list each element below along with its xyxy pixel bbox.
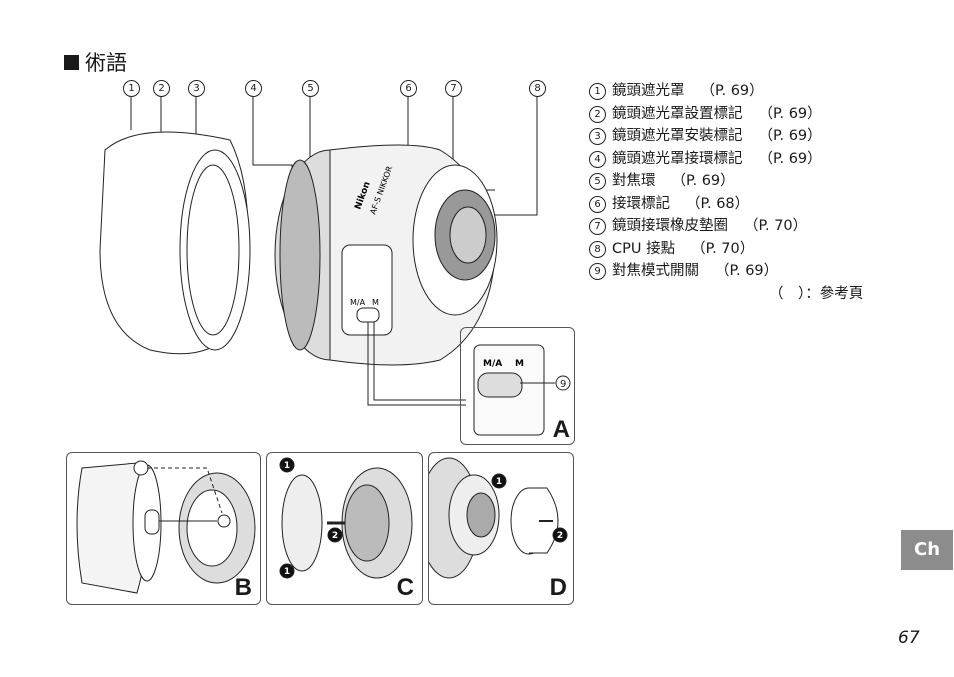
callout-5: 5 [302,80,319,97]
panel-a-label: A [552,416,570,443]
lens-ma-label: M/A [350,298,366,307]
panel-d-label: D [549,574,567,601]
panel-c: 1 2 1 C [266,452,423,605]
legend-label: 接環標記 [612,195,670,212]
hood-attach-illustration [76,460,256,594]
legend-num: 4 [589,150,606,168]
legend-item: 7 鏡頭接環橡皮墊圈 （P. 70） [589,215,863,238]
legend-num: 5 [589,173,606,190]
callout-2: 2 [153,80,170,97]
legend-item: 9 對焦模式開關 （P. 69） [589,260,863,283]
legend-ref: （P. 70） [691,240,755,257]
chapter-tab[interactable]: Ch [901,530,953,570]
legend-num: 3 [589,128,606,145]
section-title: 術語 [64,47,127,77]
page-number: 67 [898,628,920,648]
legend-num: 9 [589,263,606,280]
panel-b: B [66,452,261,605]
callout-8: 8 [529,80,546,97]
legend-ref: （P. 69） [671,173,735,189]
callout-4: 4 [245,80,262,97]
callout-1: 1 [123,80,140,97]
step-1-badge-d: 1 [496,477,502,487]
legend-label: 鏡頭遮光罩接環標記 [612,150,743,167]
legend-label: 對焦環 [612,173,656,189]
step-2-badge-d: 2 [557,531,563,541]
legend-label: 鏡頭遮光罩設置標記 [612,105,743,122]
callout-7: 7 [445,80,462,97]
legend-label: 鏡頭遮光罩 [612,83,685,99]
m-label: M [515,359,524,369]
legend-item: 1 鏡頭遮光罩 （P. 69） [589,80,863,103]
panel-a: A [460,327,575,445]
callout-3: 3 [188,80,205,97]
callout-9: 9 [560,379,566,390]
panel-b-label: B [234,574,252,601]
step-2-badge: 2 [332,531,338,541]
legend-item: 4 鏡頭遮光罩接環標記 （P. 69） [589,148,863,171]
legend-num: 7 [589,218,606,235]
legend-label: 對焦模式開關 [612,263,699,279]
ma-label: M/A [483,359,502,369]
legend-ref: （P. 69） [758,105,822,122]
legend-label: CPU 接點 [612,240,676,257]
rear-cap-illustration: 1 2 [418,457,568,579]
legend-ref: （P. 69） [700,83,764,99]
legend-num: 6 [589,195,606,213]
legend-ref: （P. 69） [758,150,822,167]
legend-num: 2 [589,105,606,123]
legend-ref: （P. 68） [686,195,750,212]
callout-6: 6 [400,80,417,97]
legend-ref: （P. 69） [758,128,822,144]
panel-c-label: C [396,574,414,601]
panel-d: 1 2 D [418,452,574,605]
legend-note: （ ）：參考頁 [769,285,864,302]
step-1-badge: 1 [284,461,290,471]
title-text: 術語 [85,51,127,75]
legend-ref: （P. 70） [744,218,808,234]
parts-legend: 1 鏡頭遮光罩 （P. 69） 2 鏡頭遮光罩設置標記 （P. 69） 3 鏡頭遮光罩安裝… [589,80,863,305]
square-bullet-icon [64,54,79,70]
legend-label: 鏡頭遮光罩安裝標記 [612,128,743,144]
legend-item: 2 鏡頭遮光罩設置標記 （P. 69） [589,103,863,126]
lens-m-label: M [372,298,379,307]
legend-item: 5 對焦環 （P. 69） [589,170,863,193]
legend-label: 鏡頭接環橡皮墊圈 [612,218,728,234]
legend-num: 1 [589,83,606,100]
legend-item: 3 鏡頭遮光罩安裝標記 （P. 69） [589,125,863,148]
legend-num: 8 [589,240,606,258]
legend-item: 8 CPU 接點 （P. 70） [589,238,863,261]
lens-cap-illustration: 1 2 1 [279,457,413,579]
legend-item: 6 接環標記 （P. 68） [589,193,863,216]
step-1-badge-lower: 1 [284,567,290,577]
legend-ref: （P. 69） [715,263,779,279]
